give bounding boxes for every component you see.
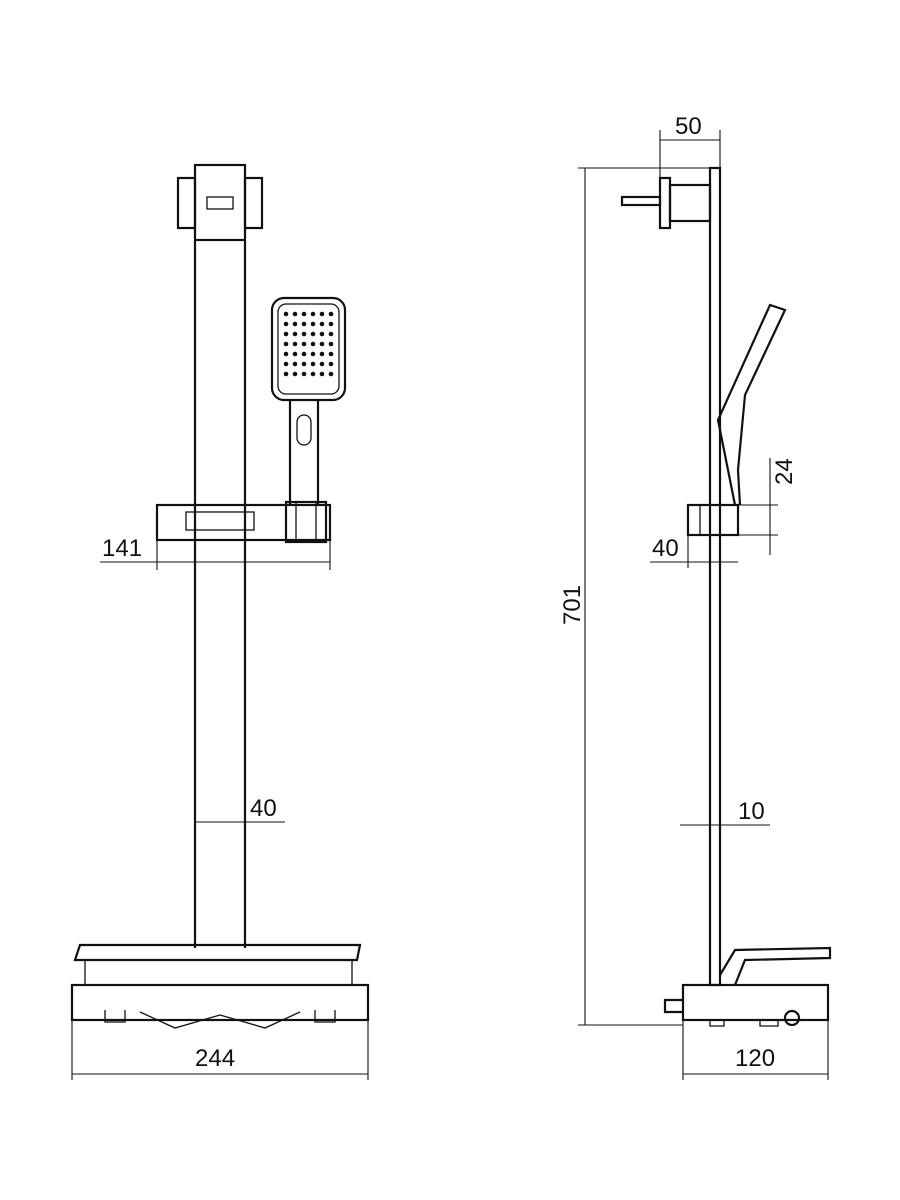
nozzle <box>328 321 334 327</box>
front-view: 141 40 244 <box>70 163 370 1080</box>
nozzle <box>310 321 316 327</box>
hand-shower-side <box>716 303 787 506</box>
nozzle <box>310 361 316 367</box>
nozzle <box>319 371 325 377</box>
soap-tray <box>70 943 370 1029</box>
nozzle <box>328 361 334 367</box>
nozzle <box>310 351 316 357</box>
nozzle <box>301 371 307 377</box>
nozzle <box>292 371 298 377</box>
nozzle <box>319 361 325 367</box>
dim-label-244: 244 <box>195 1045 235 1072</box>
dimension-10: 10 <box>680 798 770 826</box>
nozzle <box>328 341 334 347</box>
nozzle <box>319 341 325 347</box>
rail <box>193 240 247 948</box>
nozzle <box>283 361 289 367</box>
dim-label-141: 141 <box>102 535 142 562</box>
dimension-120: 120 <box>682 1020 829 1080</box>
nozzle <box>328 311 334 317</box>
nozzle <box>283 331 289 337</box>
dim-label-701: 701 <box>559 585 586 625</box>
dim-label-40-side: 40 <box>652 535 679 562</box>
tray-side <box>663 946 832 1027</box>
nozzle <box>283 311 289 317</box>
nozzle <box>283 341 289 347</box>
nozzle <box>292 311 298 317</box>
rail-side <box>708 166 722 987</box>
nozzle <box>301 311 307 317</box>
dimension-24: 24 <box>738 458 798 555</box>
nozzle <box>328 331 334 337</box>
dim-label-40: 40 <box>250 795 277 822</box>
dimension-40-slider: 40 <box>650 535 738 568</box>
nozzle <box>301 341 307 347</box>
nozzle <box>328 351 334 357</box>
nozzle <box>319 351 325 357</box>
nozzle <box>319 311 325 317</box>
nozzle <box>301 361 307 367</box>
nozzle <box>328 371 334 377</box>
nozzle <box>292 321 298 327</box>
dimension-701: 701 <box>559 167 710 1026</box>
nozzle <box>319 321 325 327</box>
nozzle <box>283 351 289 357</box>
nozzle <box>301 351 307 357</box>
nozzle <box>283 321 289 327</box>
nozzle <box>310 311 316 317</box>
nozzle <box>292 361 298 367</box>
dimension-244: 244 <box>71 1020 369 1080</box>
slider-side <box>686 503 740 537</box>
nozzle <box>310 341 316 347</box>
hand-shower <box>270 296 347 505</box>
nozzle <box>292 351 298 357</box>
dim-label-10: 10 <box>738 798 765 825</box>
nozzle <box>292 341 298 347</box>
nozzle <box>283 371 289 377</box>
nozzle <box>301 331 307 337</box>
dimension-40-rail: 40 <box>195 795 285 823</box>
nozzle <box>310 331 316 337</box>
wall-bracket-top <box>176 163 264 242</box>
nozzle <box>310 371 316 377</box>
dim-label-50: 50 <box>675 113 702 140</box>
nozzle <box>319 331 325 337</box>
dim-label-24: 24 <box>771 458 798 485</box>
nozzle <box>301 321 307 327</box>
dimension-50: 50 <box>659 113 721 178</box>
side-view: 50 701 24 40 10 120 <box>559 113 832 1080</box>
dim-label-120: 120 <box>735 1045 775 1072</box>
slider <box>155 500 332 544</box>
dimension-141: 141 <box>100 535 331 570</box>
wall-bracket-side <box>620 176 712 230</box>
nozzle <box>292 331 298 337</box>
